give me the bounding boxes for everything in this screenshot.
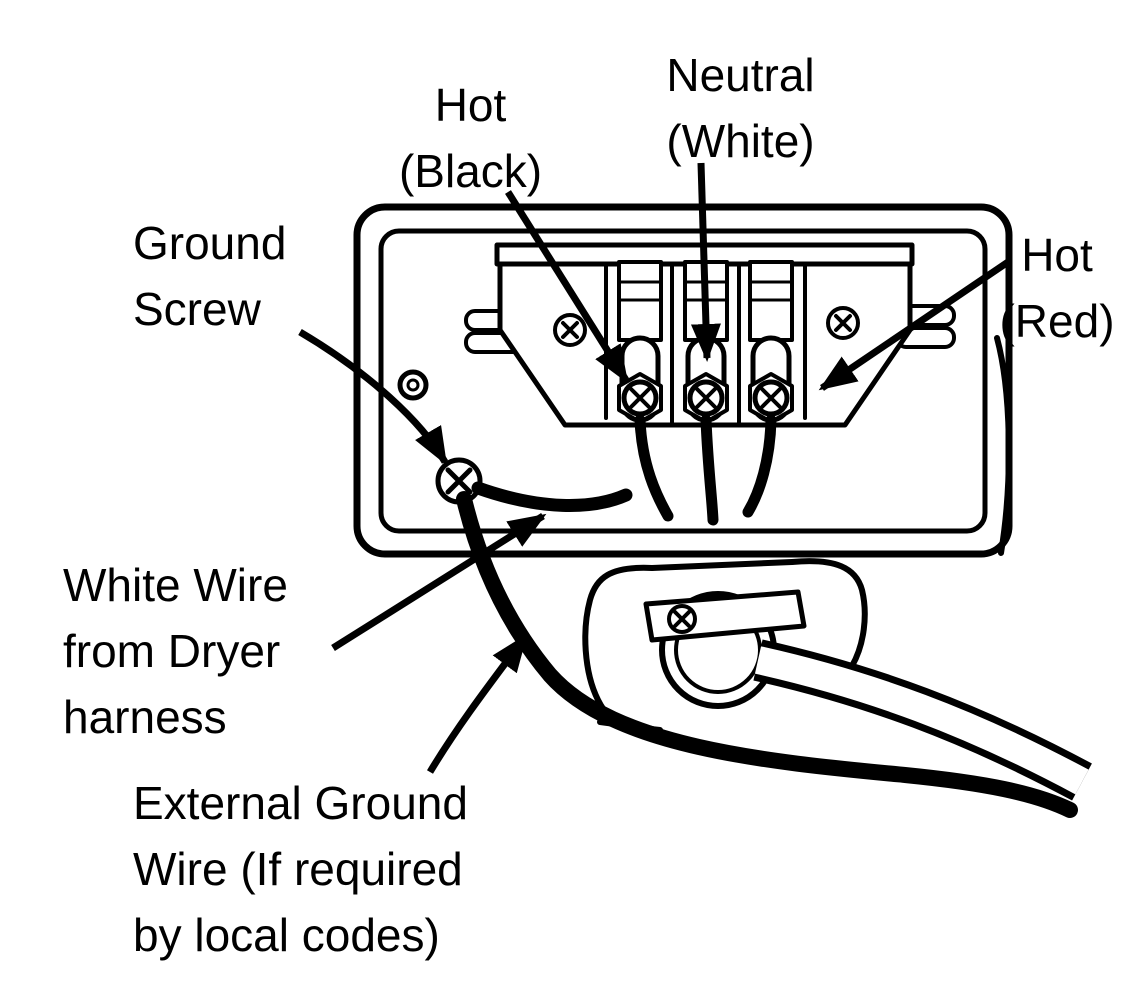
label-line: by local codes) [133, 909, 440, 961]
label-neutral-white: Neutral (White) [628, 42, 853, 174]
label-line: harness [63, 691, 227, 743]
strain-relief [582, 558, 868, 733]
label-line: Screw [133, 283, 261, 335]
label-hot-red: Hot (Red) [993, 222, 1121, 354]
label-line: Hot [434, 79, 507, 131]
callout-arrows [298, 162, 1010, 774]
external-ground-arrow [426, 633, 528, 774]
label-line: Ground [133, 217, 287, 269]
ground-screw-arrow [298, 328, 449, 466]
neutral-arrow [690, 162, 721, 362]
label-line: Hot [1021, 229, 1093, 281]
external-ground-wire [456, 491, 1078, 818]
label-line: (Red) [999, 295, 1115, 347]
label-line: (Black) [398, 145, 543, 197]
label-line: from Dryer [63, 625, 281, 677]
terminal-hot-black [617, 260, 663, 424]
power-cord [753, 639, 1092, 801]
white-wire-arrow [331, 513, 547, 651]
label-line: External Ground [133, 777, 468, 829]
label-external-ground-wire: External Ground Wire (If required by loc… [133, 770, 468, 968]
mounting-screw-left [553, 313, 587, 347]
mounting-screw-right [826, 306, 860, 340]
label-ground-screw: Ground Screw [133, 210, 286, 342]
cabinet-edge [994, 335, 1012, 556]
label-line: Wire (If required [133, 843, 463, 895]
hot-red-arrow [818, 259, 1010, 391]
hot-black-arrow [505, 190, 629, 384]
cord-clamp [643, 589, 807, 643]
label-white-wire: White Wire from Dryer harness [63, 552, 288, 750]
terminal-wires [634, 414, 777, 526]
white-wire [471, 481, 633, 512]
panel-hole [397, 369, 429, 401]
terminal-hot-red [748, 260, 794, 424]
label-line: (White) [666, 115, 815, 167]
label-hot-black: Hot (Black) [368, 72, 573, 204]
label-line: White Wire [63, 559, 288, 611]
label-line: Neutral [666, 49, 815, 101]
